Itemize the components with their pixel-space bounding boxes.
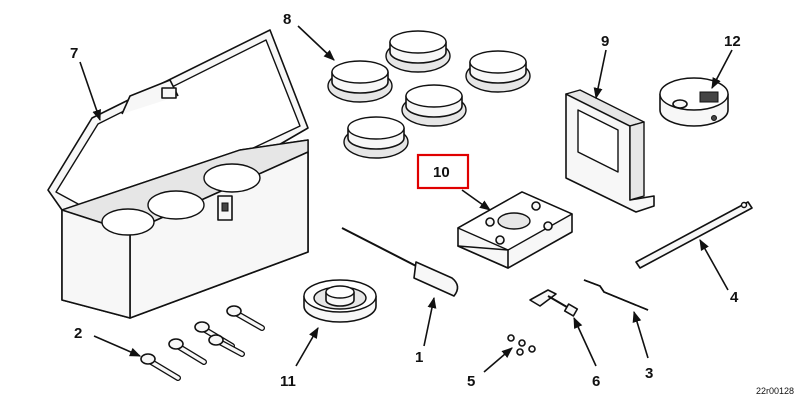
cover-4 xyxy=(401,84,467,127)
callout-10: 10 xyxy=(433,164,450,181)
leader-7 xyxy=(79,61,101,122)
awl-part-1 xyxy=(341,227,459,297)
cover-2 xyxy=(385,30,451,73)
cover-3 xyxy=(465,50,531,93)
cover-part-8 xyxy=(327,30,531,159)
callout-2: 2 xyxy=(74,325,82,342)
callout-3: 3 xyxy=(645,365,653,382)
leader-12 xyxy=(711,49,733,89)
cover-1 xyxy=(327,60,393,103)
leader-3 xyxy=(632,310,649,359)
rod-part-3 xyxy=(583,279,649,311)
screws-part-5 xyxy=(507,334,536,356)
pin-tool-part-6 xyxy=(529,289,579,317)
bolts-part-2 xyxy=(140,305,265,381)
leader-2 xyxy=(93,335,142,357)
leader-10 xyxy=(461,189,491,211)
callout-7: 7 xyxy=(70,45,78,62)
toolbox-part-7 xyxy=(47,29,309,319)
callout-11: 11 xyxy=(280,373,296,390)
leader-9 xyxy=(593,49,607,100)
callout-4: 4 xyxy=(730,289,739,306)
cup-part-11 xyxy=(303,279,377,323)
callout-6: 6 xyxy=(592,373,600,390)
bolt-2 xyxy=(168,338,207,365)
fixture-part-10 xyxy=(457,191,573,269)
callout-9: 9 xyxy=(601,33,609,50)
plug-part-12 xyxy=(659,77,729,127)
callout-10-highlight xyxy=(416,153,470,190)
bolt-4 xyxy=(208,334,245,357)
callout-5: 5 xyxy=(467,373,475,390)
frame-part-9 xyxy=(565,89,655,213)
callout-1: 1 xyxy=(415,349,423,366)
leader-lines xyxy=(79,25,733,373)
callout-8: 8 xyxy=(283,11,291,28)
callout-12: 12 xyxy=(724,33,741,50)
leader-11 xyxy=(295,327,319,367)
figure-reference: 22r00128 xyxy=(756,386,794,396)
bolt-1 xyxy=(140,353,181,381)
leader-5 xyxy=(483,347,513,373)
strap-part-4 xyxy=(635,201,753,269)
leader-8 xyxy=(297,25,335,61)
cover-5 xyxy=(343,116,409,159)
callout-numbers: 7 8 9 12 10 4 1 3 6 5 11 2 xyxy=(70,11,741,390)
bolt-5 xyxy=(226,305,265,331)
leader-4 xyxy=(699,239,729,291)
leader-1 xyxy=(423,296,437,347)
leader-6 xyxy=(573,316,597,367)
